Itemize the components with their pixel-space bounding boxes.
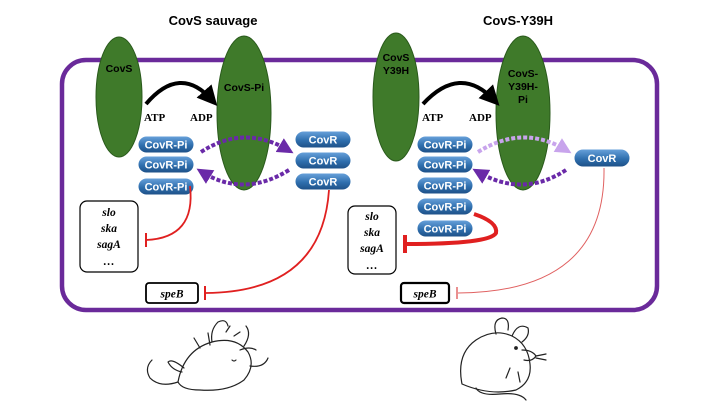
right-gene-repression-line <box>405 212 499 246</box>
left-gene-label: sagA <box>96 239 121 251</box>
left-covr-pill: CovR <box>294 130 352 149</box>
right-covr-pi-pill: CovR-Pi <box>416 176 474 195</box>
left-atp-label: ATP <box>144 112 165 124</box>
left-speb-label: speB <box>160 289 184 301</box>
left-gene-label: … <box>103 256 115 268</box>
left-gene-label: ska <box>100 223 117 235</box>
left-covr-pi-label: CovR-Pi <box>145 160 188 172</box>
cell-membrane <box>59 57 660 313</box>
right-covr-pi-label: CovR-Pi <box>424 202 467 214</box>
alive-mouse-drawing <box>460 317 547 401</box>
right-atp-label: ATP <box>422 112 443 124</box>
left-covr-pill: CovR <box>294 151 352 170</box>
right-gene-box <box>347 205 397 275</box>
left-covs-pi-kinase <box>216 35 272 191</box>
right-speb-label: speB <box>413 289 437 301</box>
right-phosphorylation-arrow <box>421 81 500 106</box>
left-panel: CovS CovS-Pi ATP ADP CovR-Pi CovR-Pi Cov… <box>79 35 352 304</box>
right-covs-pi-label-line: CovS- <box>508 68 539 80</box>
left-covr-pi-pill: CovR-Pi <box>137 177 195 196</box>
right-covs-y39h-pi-kinase <box>495 35 551 191</box>
left-speb-box <box>145 282 199 304</box>
left-covr-label: CovR <box>309 156 338 168</box>
left-phosphorylation-arrow <box>144 81 218 106</box>
right-panel-title: CovS-Y39H <box>483 13 553 28</box>
right-covr-pi-pill: CovR-Pi <box>416 135 474 154</box>
left-covr-label: CovR <box>309 135 338 147</box>
right-covr-pi-label: CovR-Pi <box>424 224 467 236</box>
right-adp-label: ADP <box>469 112 492 124</box>
left-covr-label: CovR <box>309 177 338 189</box>
left-covs-label: CovS <box>106 63 133 75</box>
left-covr-pi-label: CovR-Pi <box>145 140 188 152</box>
right-covr-pi-label: CovR-Pi <box>424 181 467 193</box>
dead-mouse-drawing <box>146 320 269 391</box>
right-covr-label: CovR <box>588 153 617 165</box>
right-gene-label: sagA <box>359 243 384 255</box>
right-covs-label-line: CovS <box>383 52 410 64</box>
left-covr-pi-pill: CovR-Pi <box>137 135 195 154</box>
right-gene-label: slo <box>364 211 379 223</box>
left-cycle-arrow-top <box>199 135 294 154</box>
right-covs-label-line: Y39H <box>383 65 409 77</box>
right-covr-pi-label: CovR-Pi <box>424 160 467 172</box>
left-covs-kinase <box>95 36 143 158</box>
right-covr-pi-label: CovR-Pi <box>424 140 467 152</box>
left-covs-pi-label: CovS-Pi <box>224 82 264 94</box>
right-covr-pi-pill: CovR-Pi <box>416 197 474 216</box>
left-gene-label: slo <box>101 207 116 219</box>
left-gene-box <box>79 200 139 273</box>
right-speb-repression-line <box>457 167 605 294</box>
left-gene-repression-line <box>145 185 192 241</box>
right-covs-y39h-kinase <box>372 32 420 162</box>
right-speb-box <box>399 281 451 305</box>
right-covr-pill: CovR <box>573 148 631 168</box>
left-panel-title: CovS sauvage <box>169 13 258 28</box>
right-covs-pi-label-line: Y39H- <box>508 81 538 93</box>
left-covr-pi-pill: CovR-Pi <box>137 155 195 174</box>
right-covr-pi-pill: CovR-Pi <box>416 155 474 174</box>
left-covr-pi-label: CovR-Pi <box>145 182 188 194</box>
left-speb-repression-line <box>205 189 330 294</box>
right-covr-pi-pill: CovR-Pi <box>416 219 474 238</box>
left-covr-pill: CovR <box>294 172 352 191</box>
right-gene-label: ska <box>363 227 380 239</box>
right-panel: CovS Y39H CovS- Y39H- Pi ATP ADP CovR-Pi… <box>347 32 631 305</box>
right-cycle-arrow-bottom <box>472 168 568 187</box>
right-covs-pi-label-line: Pi <box>518 94 528 106</box>
left-adp-label: ADP <box>190 112 213 124</box>
right-gene-label: … <box>366 260 378 272</box>
